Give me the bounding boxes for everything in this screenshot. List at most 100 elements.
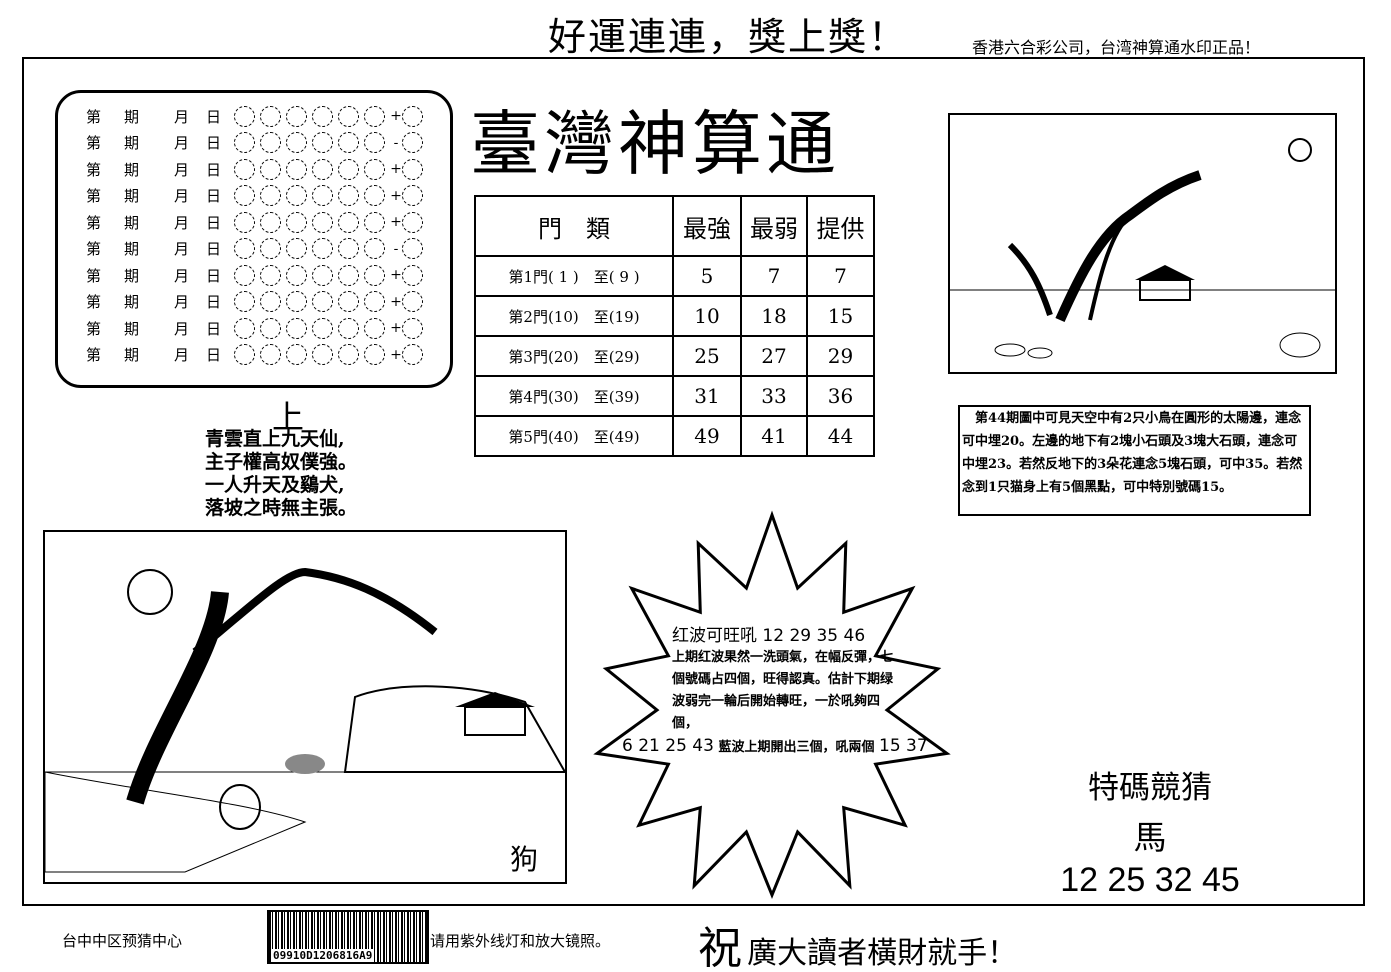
star-body: 上期红波果然一洗頭氣，在幅反彈，七個號碼占四個，旺得認真。估計下期绿波弱完一輪后… bbox=[672, 650, 894, 731]
red-wave-numbers: 12 29 35 46 bbox=[762, 626, 866, 646]
day-label: 日 bbox=[206, 213, 222, 232]
month-label: 月 bbox=[174, 266, 190, 285]
strong-cell: 49 bbox=[672, 415, 742, 457]
number-circle bbox=[312, 211, 333, 233]
day-label: 日 bbox=[206, 107, 222, 126]
sign-mark: + bbox=[390, 320, 402, 336]
starburst-text: 红波可旺吼 12 29 35 46 上期红波果然一洗頭氣，在幅反彈，七個號碼占四… bbox=[622, 625, 928, 759]
gate-cell: 第4門(30) 至(39) bbox=[474, 375, 674, 417]
header-weak: 最弱 bbox=[740, 195, 808, 257]
offer-cell: 7 bbox=[806, 255, 875, 297]
header-strong: 最強 bbox=[672, 195, 742, 257]
footer-center: 台中中区预猜中心 bbox=[62, 932, 183, 950]
number-circle bbox=[286, 185, 307, 206]
day-label: 日 bbox=[206, 160, 222, 179]
issue-label: 期 bbox=[124, 293, 140, 311]
number-circle bbox=[234, 291, 255, 312]
number-circle bbox=[312, 132, 333, 153]
record-row: 第期月日+ bbox=[86, 183, 428, 209]
issue-label: 期 bbox=[124, 319, 140, 338]
day-label: 日 bbox=[206, 187, 222, 205]
number-circle bbox=[234, 344, 255, 365]
issue-label: 期 bbox=[124, 346, 140, 364]
offer-cell: 44 bbox=[806, 415, 875, 457]
weak-cell: 33 bbox=[740, 375, 808, 417]
number-circle bbox=[364, 291, 385, 312]
number-circle bbox=[364, 211, 385, 233]
special-number-circle bbox=[402, 344, 423, 365]
special-number-circle bbox=[402, 317, 423, 339]
picture-hint-text: 第44期圖中可見天空中有2只小鳥在圓形的太陽邊，連念可中埋20。左邊的地下有2塊… bbox=[958, 405, 1311, 516]
number-circle bbox=[338, 238, 359, 259]
barcode: 09910D1206816A9 bbox=[267, 910, 429, 964]
scene-tree-duck-image bbox=[43, 530, 567, 884]
day-label: 日 bbox=[206, 346, 222, 364]
issue-label: 期 bbox=[124, 213, 140, 232]
month-label: 月 bbox=[174, 346, 190, 364]
issue-label: 期 bbox=[124, 160, 140, 179]
day-label: 日 bbox=[206, 240, 222, 258]
issue-label: 期 bbox=[124, 134, 140, 152]
number-circle bbox=[364, 158, 385, 180]
strong-cell: 10 bbox=[672, 295, 742, 337]
period-label: 第 bbox=[86, 293, 102, 311]
red-wave-heading: 红波可旺吼 bbox=[672, 626, 757, 646]
blue-text: 藍波上期開出三個，吼兩個 bbox=[718, 740, 875, 755]
number-circle bbox=[338, 264, 359, 286]
special-title: 特碼競猜 bbox=[1088, 770, 1212, 806]
number-circle bbox=[312, 264, 333, 286]
page-title: 臺灣神算通 bbox=[470, 103, 840, 185]
green-numbers: 6 21 25 43 bbox=[622, 736, 714, 756]
gate-cell: 第2門(10) 至(19) bbox=[474, 295, 674, 337]
number-circle bbox=[338, 211, 359, 233]
poem-line: 主子權高奴僕強。 bbox=[205, 451, 358, 473]
month-label: 月 bbox=[174, 107, 190, 126]
sign-mark: + bbox=[390, 346, 402, 363]
period-label: 第 bbox=[86, 160, 102, 179]
blue-numbers: 15 37 bbox=[879, 736, 928, 756]
scene-tree-house-image bbox=[948, 113, 1337, 374]
month-label: 月 bbox=[174, 160, 190, 179]
period-label: 第 bbox=[86, 213, 102, 232]
number-circle bbox=[364, 105, 385, 127]
special-number-circle bbox=[402, 158, 423, 180]
header-offer: 提供 bbox=[806, 195, 875, 257]
record-row: 第期月日+ bbox=[86, 156, 428, 182]
blessing: 祝 廣大讀者橫財就手！ bbox=[698, 912, 1017, 972]
number-circle bbox=[338, 291, 359, 312]
sign-mark: - bbox=[393, 240, 399, 257]
table-header: 門 類 最強 最弱 提供 bbox=[474, 195, 875, 257]
record-row: 第期月日+ bbox=[86, 103, 428, 129]
special-guess: 特碼競猜 馬 12 25 32 45 bbox=[1060, 762, 1240, 900]
number-circle bbox=[338, 317, 359, 339]
number-circle bbox=[260, 132, 281, 153]
number-circle bbox=[286, 105, 307, 127]
strong-cell: 5 bbox=[672, 255, 742, 297]
number-circle bbox=[234, 105, 255, 127]
issue-label: 期 bbox=[124, 107, 140, 126]
number-circle bbox=[312, 185, 333, 206]
day-label: 日 bbox=[206, 293, 222, 311]
month-label: 月 bbox=[174, 293, 190, 311]
day-label: 日 bbox=[206, 266, 222, 285]
weak-cell: 41 bbox=[740, 415, 808, 457]
number-circle bbox=[286, 317, 307, 339]
weak-cell: 18 bbox=[740, 295, 808, 337]
special-number-circle bbox=[402, 185, 423, 206]
gate-cell: 第3門(20) 至(29) bbox=[474, 335, 674, 377]
day-label: 日 bbox=[206, 134, 222, 152]
record-row: 第期月日+ bbox=[86, 262, 428, 288]
special-number-circle bbox=[402, 264, 423, 286]
barcode-number: 09910D1206816A9 bbox=[271, 949, 375, 962]
number-circle bbox=[338, 344, 359, 365]
number-circle bbox=[260, 158, 281, 180]
number-circle bbox=[312, 158, 333, 180]
number-circle bbox=[286, 211, 307, 233]
number-circle bbox=[260, 264, 281, 286]
number-circle bbox=[286, 158, 307, 180]
number-circle bbox=[312, 317, 333, 339]
